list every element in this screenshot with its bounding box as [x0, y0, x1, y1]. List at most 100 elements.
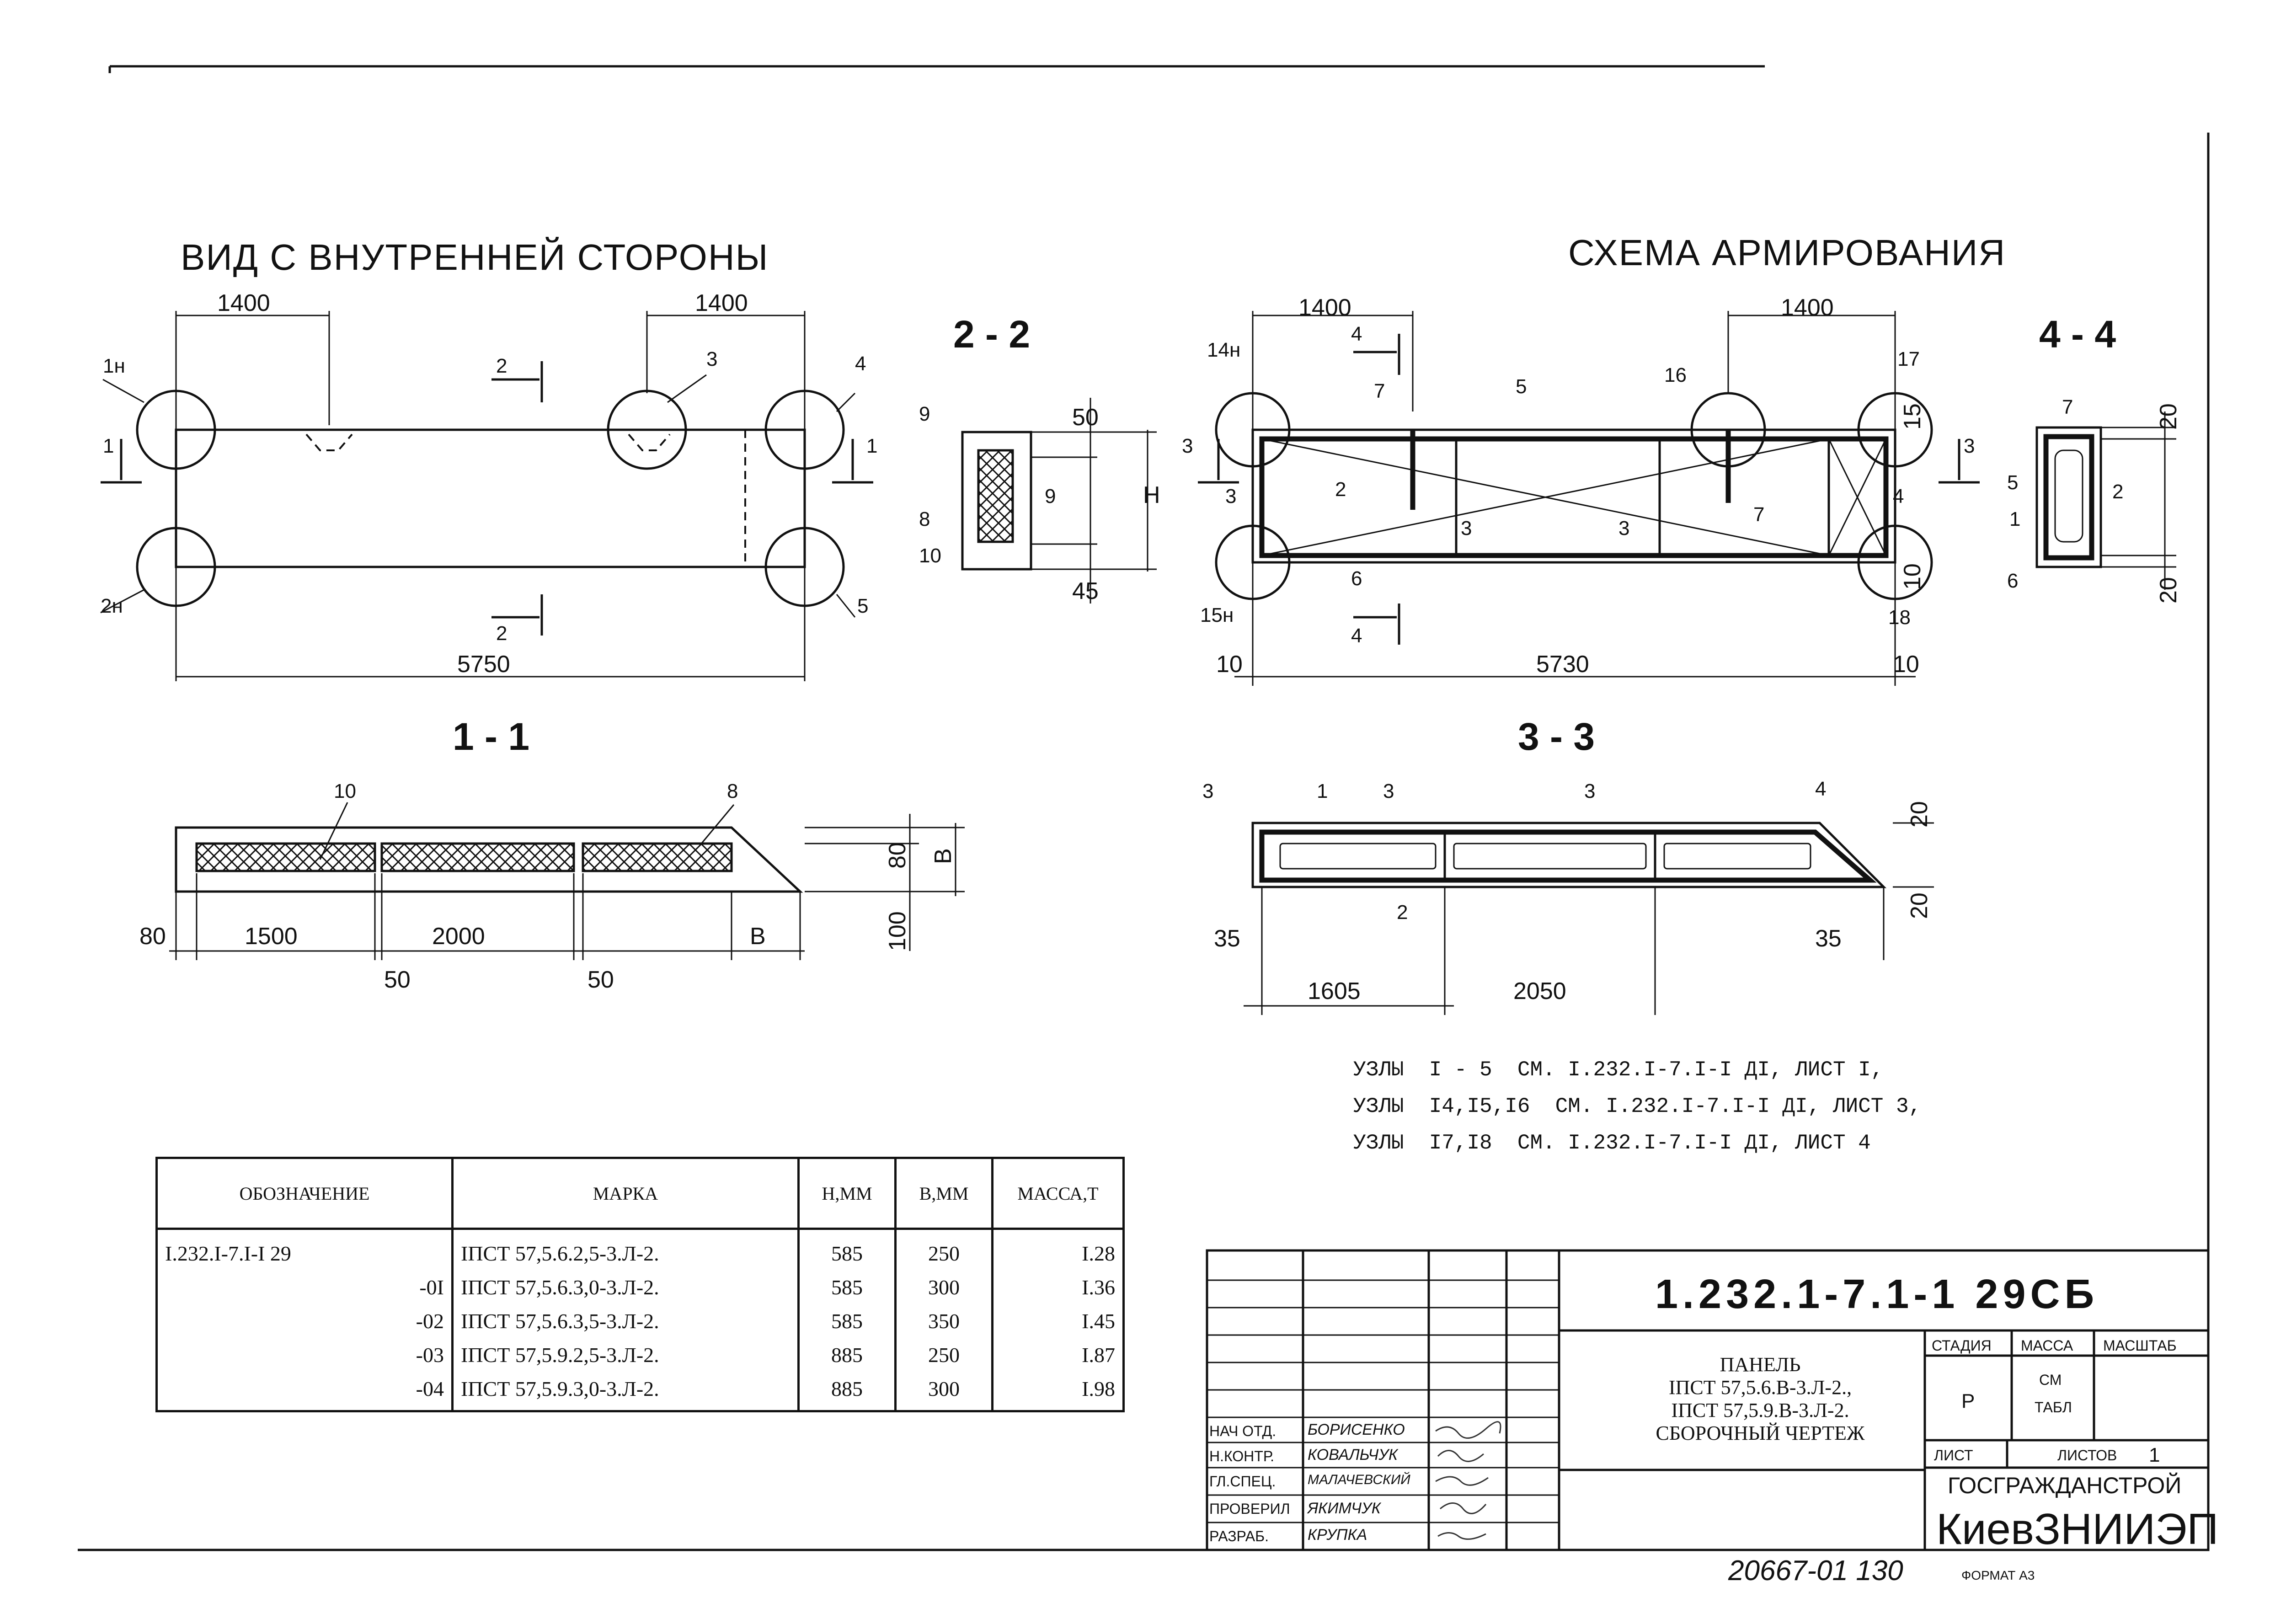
cell-designation: -04 [155, 1372, 454, 1412]
col-b: В,ММ [894, 1157, 993, 1230]
cut-1-left: 1 [103, 435, 114, 457]
label-3-33-a: 3 [1202, 780, 1213, 802]
format-note: ФОРМАТ А3 [1961, 1568, 2035, 1582]
title-line: ПАНЕЛЬ [1720, 1353, 1801, 1376]
person-name: ЯКИМЧУК [1308, 1500, 1381, 1517]
dim-10-side: 10 [1899, 563, 1926, 590]
label-6-44: 6 [2007, 570, 2018, 592]
org-line-2: КиевЗНИИЭП [1936, 1505, 2219, 1554]
title-line: IПСТ 57,5.6.В-3.Л-2., [1668, 1376, 1852, 1399]
dim-1400-left: 1400 [217, 290, 270, 316]
nodes-line: УЗЛЫ I4,I5,I6 СМ. I.232.I-7.I-I ДI, ЛИСТ… [1353, 1095, 1922, 1118]
label-2-r: 2 [1335, 478, 1346, 501]
dim-5750: 5750 [457, 651, 510, 678]
section-4-4-drawing [2035, 411, 2176, 590]
label-18: 18 [1888, 606, 1911, 629]
cell-h: 885 [797, 1372, 897, 1412]
mass-label: МАССА [2021, 1337, 2073, 1354]
dim-10-right: 10 [1893, 651, 1919, 678]
cut-1-right: 1 [866, 435, 877, 457]
inner-view-title: ВИД С ВНУТРЕННЕЙ СТОРОНЫ [181, 236, 769, 278]
dim-80-side: 80 [884, 842, 911, 869]
mass-value-1: СМ [2039, 1372, 2062, 1388]
label-5: 5 [857, 595, 868, 617]
cell-designation: -03 [155, 1338, 454, 1372]
reinforcement-title: СХЕМА АРМИРОВАНИЯ [1568, 232, 2006, 273]
cell-designation: -02 [155, 1304, 454, 1338]
table-row: -03 IПСТ 57,5.9.2,5-3.Л-2. 885 250 I.87 [155, 1338, 1125, 1372]
role-label: ГЛ.СПЕЦ. [1209, 1473, 1276, 1490]
label-16: 16 [1664, 364, 1687, 386]
label-7-44: 7 [2062, 396, 2073, 418]
person-name: КОВАЛЬЧУК [1308, 1446, 1398, 1464]
label-3: 3 [706, 348, 717, 370]
label-3-33-b: 3 [1383, 780, 1394, 802]
role-label: ПРОВЕРИЛ [1209, 1501, 1290, 1517]
specification-table: ОБОЗНАЧЕНИЕ МАРКА Н,ММ В,ММ МАССА,Т I.23… [155, 1157, 1125, 1412]
cell-mass: I.28 [991, 1229, 1125, 1270]
signatures [1435, 1421, 1501, 1540]
dim-2000: 2000 [432, 923, 485, 950]
label-3-r-c: 3 [1225, 485, 1236, 508]
sheets-label: ЛИСТОВ [2057, 1447, 2117, 1464]
label-4-r: 4 [1893, 485, 1904, 508]
cell-mark: IПСТ 57,5.6.3,0-3.Л-2. [451, 1270, 800, 1304]
table-row: -02 IПСТ 57,5.6.3,5-3.Л-2. 585 350 I.45 [155, 1304, 1125, 1338]
cell-mark: IПСТ 57,5.9.2,5-3.Л-2. [451, 1338, 800, 1372]
cell-mark: IПСТ 57,5.6.2,5-3.Л-2. [451, 1229, 800, 1270]
dim-B-side: B [930, 848, 956, 864]
cell-b: 300 [894, 1372, 993, 1412]
cut-4-top: 4 [1351, 323, 1362, 345]
cell-mark: IПСТ 57,5.9.3,0-3.Л-2. [451, 1372, 800, 1412]
dim-1400-r-right: 1400 [1781, 294, 1834, 321]
dim-H: H [1143, 482, 1160, 508]
stage-value: Р [1961, 1390, 1975, 1412]
role-label: НАЧ ОТД. [1209, 1423, 1277, 1439]
section-4-4-title: 4 - 4 [2039, 313, 2116, 356]
label-17: 17 [1897, 348, 1920, 370]
dim-15: 15 [1899, 403, 1926, 430]
label-9-top: 9 [919, 403, 930, 425]
dim-1605: 1605 [1308, 978, 1361, 1004]
col-mass: МАССА,Т [991, 1157, 1125, 1230]
sheets-count: 1 [2149, 1444, 2160, 1466]
dim-2050: 2050 [1513, 978, 1566, 1004]
label-7-a: 7 [1374, 380, 1385, 402]
dim-1500: 1500 [245, 923, 298, 950]
cell-designation: I.232.I-7.I-I 29 [155, 1229, 454, 1270]
dim-35-right: 35 [1815, 925, 1842, 952]
reinforcement-drawing [1198, 311, 1980, 686]
org-line-1: ГОСГРАЖДАНСТРОЙ [1948, 1473, 2182, 1498]
section-2-2-title: 2 - 2 [953, 313, 1030, 356]
label-6-r: 6 [1351, 567, 1362, 590]
dim-5730: 5730 [1536, 651, 1589, 678]
dim-1400-right: 1400 [695, 290, 748, 316]
dim-20-44-bottom: 20 [2155, 577, 2182, 604]
cut-3-right: 3 [1964, 435, 1975, 457]
section-3-3-title: 3 - 3 [1518, 715, 1595, 758]
label-5-r: 5 [1516, 375, 1527, 398]
cut-3-left: 3 [1182, 435, 1193, 457]
role-label: РАЗРАБ. [1209, 1528, 1269, 1544]
dim-100-side: 100 [884, 911, 911, 951]
document-code: 1.232.1-7.1-1 29СБ [1655, 1271, 2099, 1317]
person-name: БОРИСЕНКО [1308, 1421, 1405, 1438]
label-8: 8 [919, 508, 930, 530]
person-name: МАЛАЧЕВСКИЙ [1308, 1472, 1410, 1487]
label-3-r-a: 3 [1461, 517, 1472, 540]
dim-45-22: 45 [1072, 578, 1099, 604]
label-2n: 2н [101, 595, 123, 617]
cell-b: 350 [894, 1304, 993, 1338]
document-number: 20667-01 130 [1728, 1555, 1903, 1587]
mass-value-2: ТАБЛ [2035, 1399, 2072, 1416]
panel-title: ПАНЕЛЬ IПСТ 57,5.6.В-3.Л-2., IПСТ 57,5.9… [1573, 1353, 1948, 1445]
table-row: I.232.I-7.I-I 29 IПСТ 57,5.6.2,5-3.Л-2. … [155, 1229, 1125, 1270]
cell-mass: I.36 [991, 1270, 1125, 1304]
cell-mark: IПСТ 57,5.6.3,5-3.Л-2. [451, 1304, 800, 1338]
cell-designation: -0I [155, 1270, 454, 1304]
inner-view-drawing [100, 311, 873, 681]
section-1-1-drawing [169, 802, 965, 960]
label-4: 4 [855, 353, 866, 375]
cell-mass: I.98 [991, 1372, 1125, 1412]
